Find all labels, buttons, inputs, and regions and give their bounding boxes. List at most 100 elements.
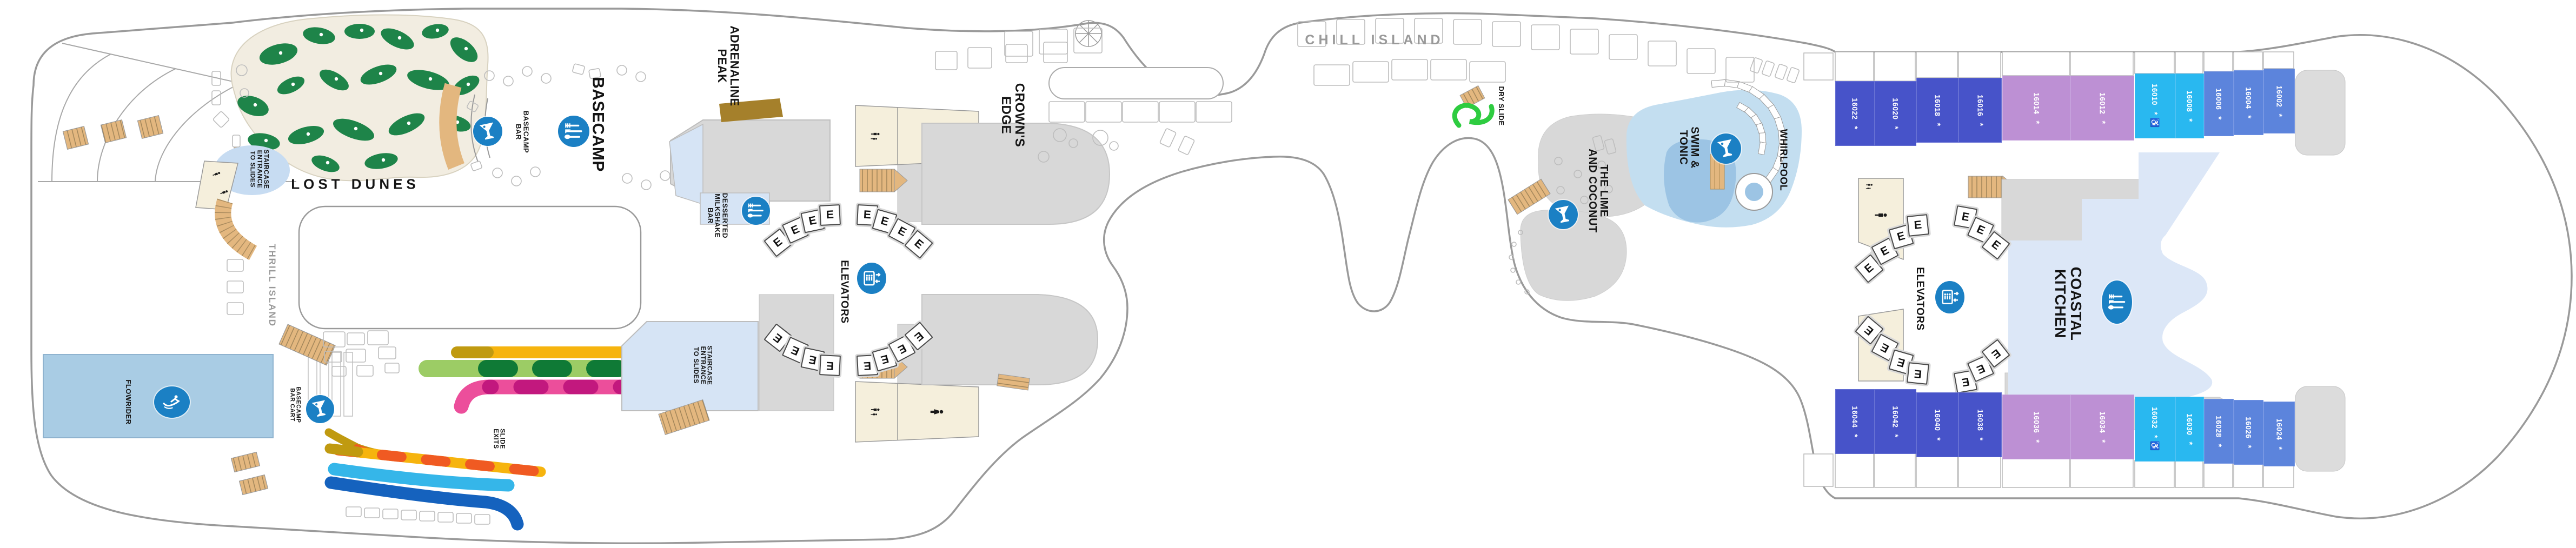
cabin-16012[interactable]: 16012 * bbox=[2070, 76, 2134, 141]
label-adrenaline-peak: ADRENALINE PEAK bbox=[715, 25, 741, 106]
spiral-staircase bbox=[1075, 20, 1102, 47]
cabin-16008[interactable]: 16008* bbox=[2175, 73, 2204, 138]
cabin-16020[interactable]: 16020 * bbox=[1875, 81, 1916, 146]
cabin-16010[interactable]: 16010 * ♿ bbox=[2135, 73, 2175, 138]
label-dry-slide: DRY SLIDE bbox=[1497, 86, 1505, 126]
cabin-16002[interactable]: 16002 * bbox=[2263, 69, 2295, 133]
cabin-16044[interactable]: 16044* bbox=[1835, 389, 1875, 454]
cabin-16018[interactable]: 16018 * bbox=[1916, 78, 1958, 143]
basecamp-dining-icon bbox=[558, 116, 589, 147]
cabin-suffix: * bbox=[2185, 118, 2195, 122]
cabin-16038[interactable]: 16038 * bbox=[1958, 392, 2002, 457]
water-slides-lower bbox=[324, 428, 546, 531]
cabin-number: 16014 bbox=[2032, 92, 2041, 114]
cabin-suffix: * bbox=[1975, 437, 1985, 441]
cabin-16040[interactable]: 16040* bbox=[1916, 392, 1958, 457]
lost-dunes-mini-golf bbox=[230, 14, 489, 182]
cabin-16024[interactable]: 16024 * bbox=[2263, 402, 2295, 466]
label-staircase-entrance-aft: STAIRCASE ENTRANCE TO SLIDES bbox=[249, 149, 270, 189]
cabin-number: 16020 bbox=[1891, 97, 1900, 119]
cabin-suffix: * bbox=[2031, 120, 2041, 124]
cabin-16028[interactable]: 16028 * bbox=[2204, 399, 2234, 464]
mid-deck-slot bbox=[1048, 67, 1224, 99]
cabin-suffix: * bbox=[2214, 116, 2224, 120]
cabin-suffix: * bbox=[1890, 125, 1900, 130]
milkshake-bar-dining-icon bbox=[742, 197, 770, 225]
label-slide-exits: SLIDE EXITS bbox=[492, 429, 507, 449]
label-staircase-entrance-mid: STAIRCASE ENTRANCE TO SLIDES bbox=[692, 345, 714, 385]
cabin-suffix: * bbox=[2274, 446, 2284, 450]
cabin-16016[interactable]: 16016 * bbox=[1958, 78, 2002, 143]
label-basecamp-bar-cart: BASECAMP BAR CART bbox=[289, 386, 302, 423]
cabin-suffix: * ♿ bbox=[2150, 435, 2160, 452]
cabin-number: 16016 bbox=[1976, 94, 1984, 116]
elevator-tile: E bbox=[1907, 214, 1929, 237]
thrill-island-curved-stairs bbox=[215, 198, 257, 260]
in-pool-loungers bbox=[1711, 79, 1787, 183]
cabin-16034[interactable]: 16034 * bbox=[2070, 395, 2134, 459]
label-basecamp-bar: BASECAMP BAR bbox=[515, 110, 530, 153]
label-flowrider: FLOWRIDER bbox=[124, 379, 132, 425]
cabin-number: 16042 bbox=[1891, 405, 1900, 427]
cabin-suffix: * bbox=[2097, 439, 2107, 443]
cabin-suffix: * bbox=[1975, 122, 1985, 126]
whirlpool bbox=[1735, 173, 1773, 211]
basecamp-bar-martini-icon bbox=[473, 117, 502, 146]
cabin-16030[interactable]: 16030* bbox=[2175, 397, 2204, 462]
sports-court bbox=[298, 205, 642, 330]
label-crowns-edge: CROWN'S EDGE bbox=[999, 83, 1027, 148]
cabin-16022[interactable]: 16022* bbox=[1835, 81, 1875, 146]
dry-slide bbox=[1452, 85, 1495, 128]
elevator-icon-right bbox=[1935, 281, 1964, 313]
label-chill-island: CHILL ISLAND bbox=[1305, 32, 1444, 48]
cabin-suffix: * bbox=[2097, 120, 2107, 124]
cabin-16042[interactable]: 16042 * bbox=[1875, 389, 1916, 454]
cabin-number: 16010 bbox=[2151, 83, 2160, 105]
cabin-suffix: * ♿ bbox=[2150, 111, 2160, 129]
flowrider-icon bbox=[154, 386, 190, 418]
balcony-cells bbox=[1803, 51, 2294, 488]
elevator-icon-left bbox=[857, 263, 886, 294]
cabin-16014[interactable]: 16014 * bbox=[2002, 76, 2070, 141]
label-elevators-left: ELEVATORS bbox=[838, 260, 850, 324]
crowns-edge-structures bbox=[921, 123, 1111, 391]
cabin-suffix: * bbox=[2031, 439, 2041, 443]
elevator-tile: E bbox=[819, 355, 841, 376]
coastal-kitchen-dining-icon bbox=[2102, 280, 2132, 324]
water-slides-upper bbox=[419, 346, 649, 414]
label-lime-and-coconut: THE LIME AND COCONUT bbox=[1586, 149, 1610, 233]
staircase-entrance-mid bbox=[621, 321, 759, 411]
elevator-tile: E bbox=[819, 204, 841, 226]
cabin-16026[interactable]: 16026* bbox=[2234, 400, 2263, 465]
cabin-number: 16034 bbox=[2098, 411, 2107, 433]
cabin-suffix: * bbox=[1933, 122, 1942, 126]
cabin-suffix: * bbox=[1933, 437, 1942, 441]
cabin-number: 16018 bbox=[1933, 94, 1942, 116]
swim-and-tonic-martini-icon bbox=[1711, 133, 1741, 164]
label-swim-and-tonic: SWIM & TONIC bbox=[1677, 126, 1701, 169]
cabin-number: 16004 bbox=[2245, 86, 2253, 109]
cabin-number: 16002 bbox=[2275, 85, 2283, 107]
deck-furniture bbox=[211, 18, 1800, 525]
cabin-16036[interactable]: 16036* bbox=[2002, 395, 2070, 459]
label-basecamp: BASECAMP bbox=[589, 77, 607, 172]
cabin-suffix: * bbox=[2214, 443, 2224, 447]
cabin-16004[interactable]: 16004 * bbox=[2234, 70, 2263, 135]
cabin-number: 16028 bbox=[2215, 415, 2223, 437]
cabin-suffix: * bbox=[1890, 433, 1900, 438]
cabin-suffix: * bbox=[2274, 113, 2284, 117]
cabin-suffix: * bbox=[1850, 433, 1860, 438]
cabin-suffix: * bbox=[2244, 444, 2254, 449]
label-desserted-milkshake-bar: DESSERTED MILKSHAKE BAR bbox=[706, 193, 729, 238]
basecamp-bar-cart-martini-icon bbox=[306, 395, 334, 423]
cabin-16032[interactable]: 16032* ♿ bbox=[2135, 397, 2175, 462]
cabin-16006[interactable]: 16006* bbox=[2204, 71, 2234, 136]
swim-and-tonic-pool bbox=[1626, 79, 1802, 228]
cabin-number: 16024 bbox=[2275, 418, 2283, 440]
label-coastal-kitchen: COASTAL KITCHEN bbox=[2052, 266, 2085, 341]
cabin-suffix: * bbox=[2244, 115, 2254, 119]
cabin-number: 16012 bbox=[2098, 92, 2107, 114]
cabin-suffix: * bbox=[1850, 125, 1860, 130]
cabin-number: 16038 bbox=[1976, 409, 1984, 431]
